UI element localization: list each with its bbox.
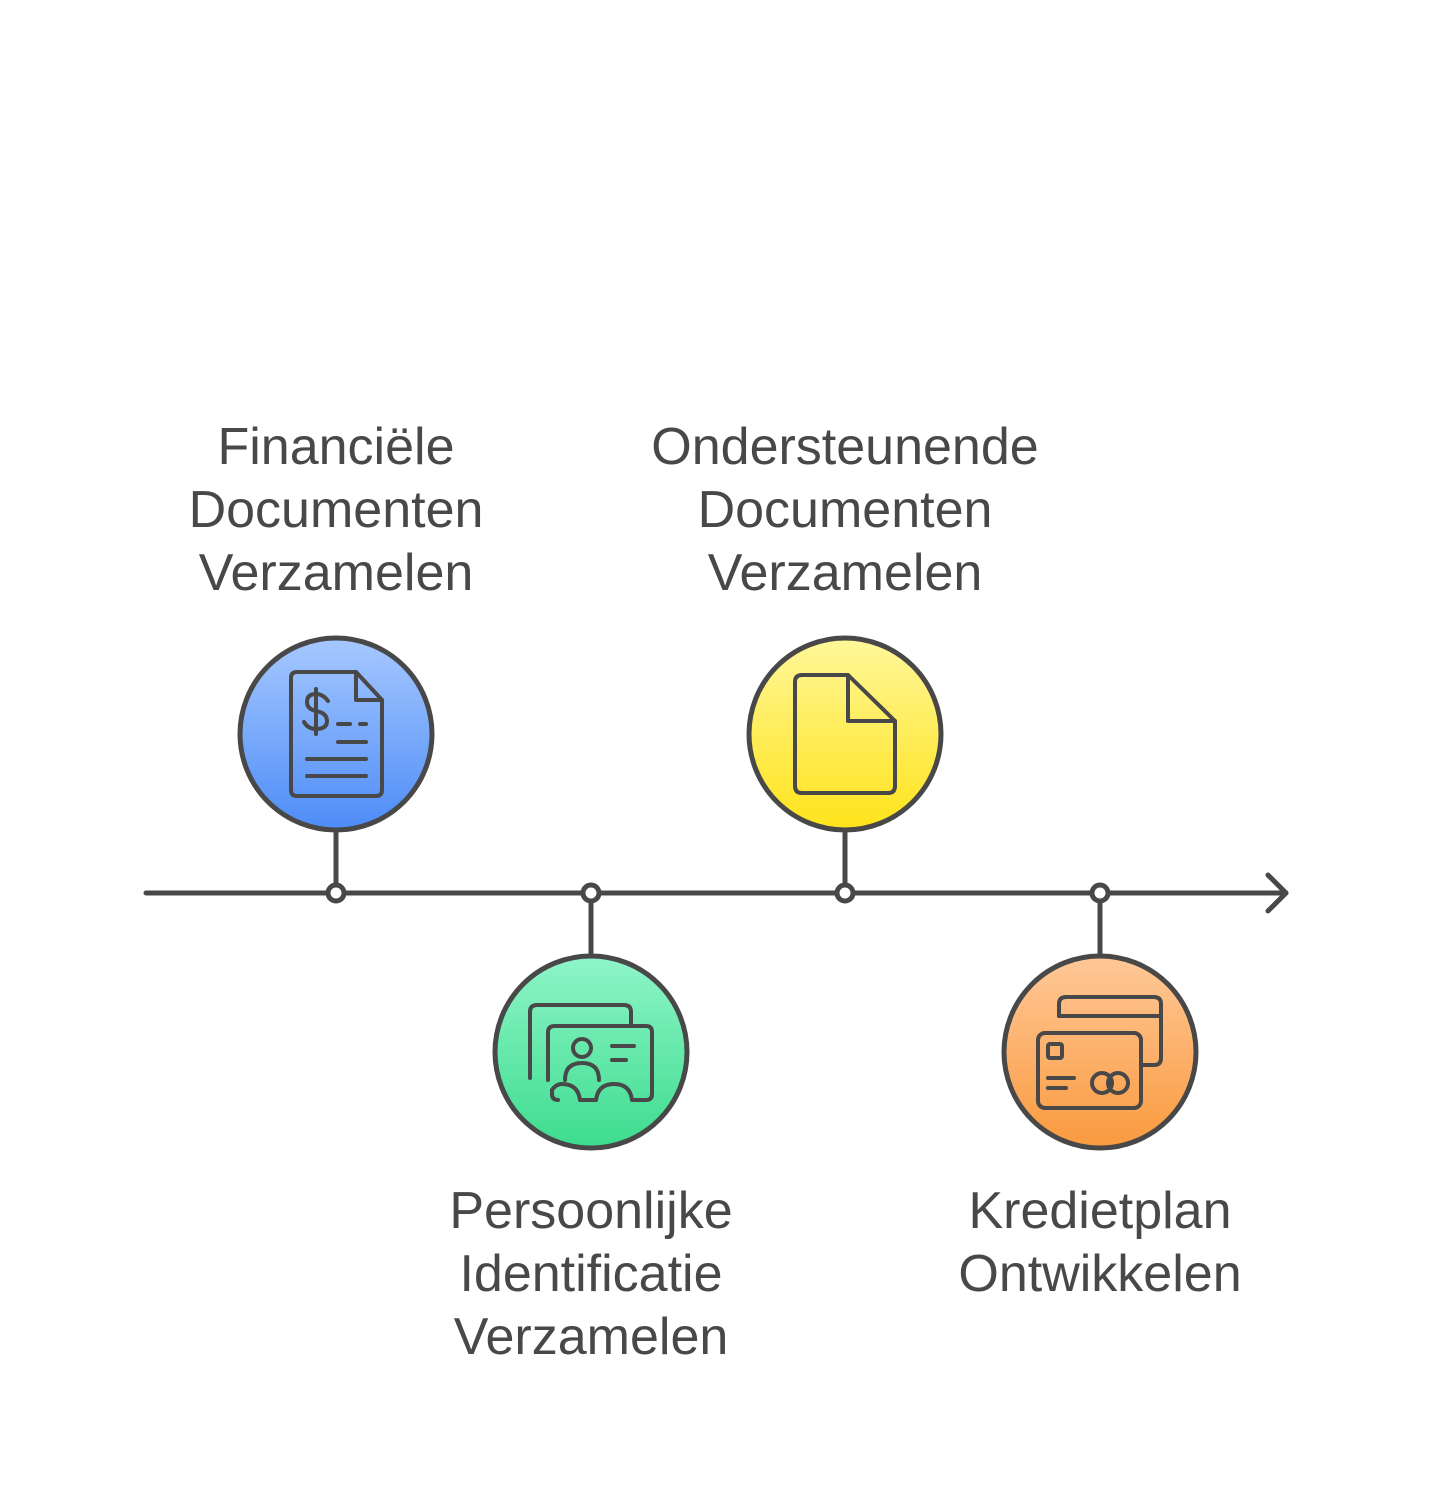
step-label-line: Kredietplan [968,1182,1232,1240]
document-icon [793,673,897,795]
step-label-1: Financiële Documenten Verzamelen [126,416,546,605]
step-label-4: Kredietplan Ontwikkelen [890,1180,1310,1306]
step-label-line: Documenten [188,481,484,539]
timeline-dot-2 [580,882,602,904]
step-label-2: Persoonlijke Identificatie Verzamelen [381,1180,801,1369]
step-circle-4 [1001,953,1199,1151]
timeline-dot-4 [1089,882,1111,904]
timeline-arrowhead [1265,872,1289,914]
step-label-line: Documenten [697,481,993,539]
step-label-line: Verzamelen [707,544,983,602]
step-label-line: Persoonlijke [449,1182,733,1240]
step-label-line: Identificatie [459,1245,723,1303]
step-label-line: Ondersteunende [651,418,1039,476]
step-label-line: Verzamelen [198,544,474,602]
timeline-dot-1 [325,882,347,904]
step-circle-3 [746,635,944,833]
step-label-line: Ontwikkelen [958,1245,1242,1303]
timeline-dot-3 [834,882,856,904]
step-label-line: Verzamelen [453,1308,729,1366]
step-circle-1 [237,635,435,833]
financial-document-icon [289,670,384,798]
step-label-line: Financiële [217,418,455,476]
credit-cards-icon [1036,995,1163,1110]
step-label-3: Ondersteunende Documenten Verzamelen [635,416,1055,605]
id-card-icon [528,1003,654,1102]
